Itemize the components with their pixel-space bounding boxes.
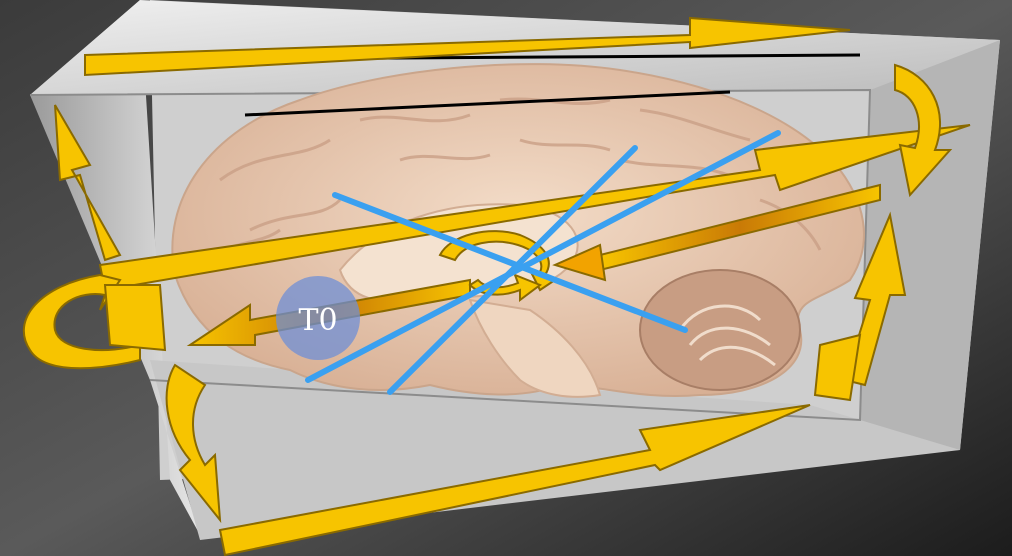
left-panel-arrow-icon: [105, 285, 165, 350]
t0-label: T0: [298, 303, 337, 338]
